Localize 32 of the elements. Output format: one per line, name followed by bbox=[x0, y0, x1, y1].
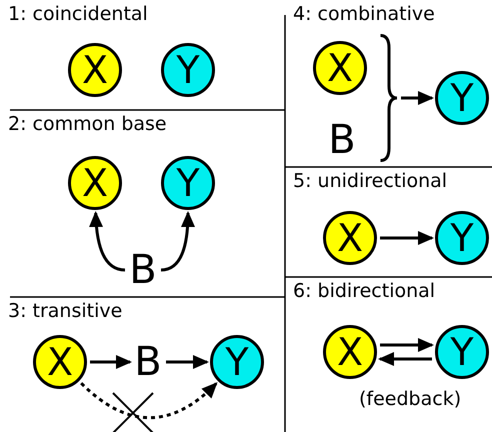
panel-heading: 2: common base bbox=[8, 112, 167, 136]
arrow bbox=[380, 231, 434, 245]
variable-circle: Y bbox=[435, 325, 489, 379]
arrow bbox=[80, 382, 218, 420]
panel-heading: 4: combinative bbox=[293, 2, 435, 26]
variable-circle: Y bbox=[161, 43, 215, 97]
variable-circle: X bbox=[33, 335, 87, 389]
variable-circle: Y bbox=[435, 211, 489, 265]
variable-circle: Y bbox=[161, 156, 215, 210]
variable-circle: X bbox=[68, 156, 122, 210]
panel-heading: 1: coincidental bbox=[8, 2, 148, 26]
note-text: (feedback) bbox=[359, 388, 462, 410]
arrow bbox=[166, 355, 209, 369]
variable-label: B bbox=[133, 342, 163, 382]
panel-heading: 5: unidirectional bbox=[293, 169, 448, 193]
arrow bbox=[160, 211, 195, 272]
variable-circle: X bbox=[313, 41, 367, 95]
variable-label: B bbox=[128, 250, 158, 290]
variable-circle: X bbox=[323, 325, 377, 379]
panel-heading: 3: transitive bbox=[8, 299, 122, 323]
variable-circle: X bbox=[323, 211, 377, 265]
variable-circle: Y bbox=[435, 71, 489, 125]
variable-circle: Y bbox=[210, 335, 264, 389]
variable-label: B bbox=[327, 120, 357, 160]
arrow bbox=[378, 352, 432, 366]
arrow bbox=[90, 355, 132, 369]
curly-brace bbox=[379, 34, 398, 162]
arrow bbox=[89, 211, 126, 272]
variable-circle: X bbox=[68, 43, 122, 97]
panel-heading: 6: bidirectional bbox=[293, 279, 436, 303]
arrow bbox=[380, 338, 434, 352]
arrow bbox=[401, 91, 434, 105]
